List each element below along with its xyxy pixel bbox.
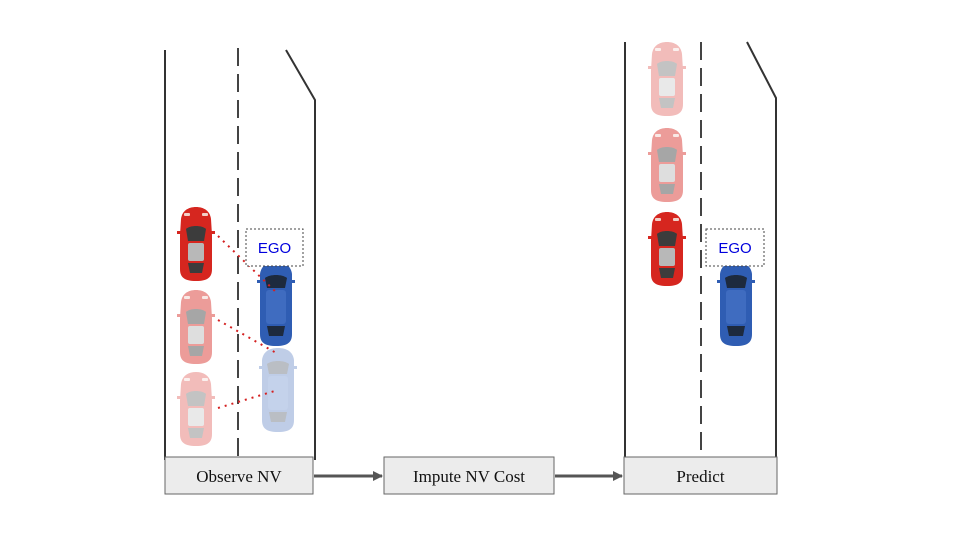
nv-car-predicted-current bbox=[648, 212, 686, 286]
predict-box: Predict bbox=[623, 456, 778, 495]
nv-car-predicted-mid bbox=[648, 128, 686, 202]
ego-label-left: EGO bbox=[258, 240, 291, 257]
observe-label: Observe NV bbox=[196, 467, 282, 486]
left-road: EGO bbox=[164, 48, 316, 460]
left-road-merge-edge bbox=[285, 49, 316, 460]
nv-car-past-2 bbox=[177, 372, 215, 446]
impute-box: Impute NV Cost bbox=[383, 456, 555, 495]
ego-car-current bbox=[257, 262, 295, 346]
ego-label-box-left bbox=[245, 228, 304, 267]
nv-car-past-1 bbox=[177, 290, 215, 364]
right-road-merge-edge bbox=[746, 41, 777, 460]
right-road: EGO bbox=[624, 41, 777, 460]
correspondence-line bbox=[217, 319, 279, 355]
ego-car-right bbox=[717, 262, 755, 346]
ego-label-box-right bbox=[705, 228, 765, 267]
nv-car-predicted-far bbox=[648, 42, 686, 116]
predict-label: Predict bbox=[676, 467, 724, 486]
nv-car-current bbox=[177, 207, 215, 281]
ego-label-right: EGO bbox=[718, 240, 751, 257]
impute-label: Impute NV Cost bbox=[413, 467, 525, 486]
observe-box: Observe NV bbox=[164, 456, 314, 495]
